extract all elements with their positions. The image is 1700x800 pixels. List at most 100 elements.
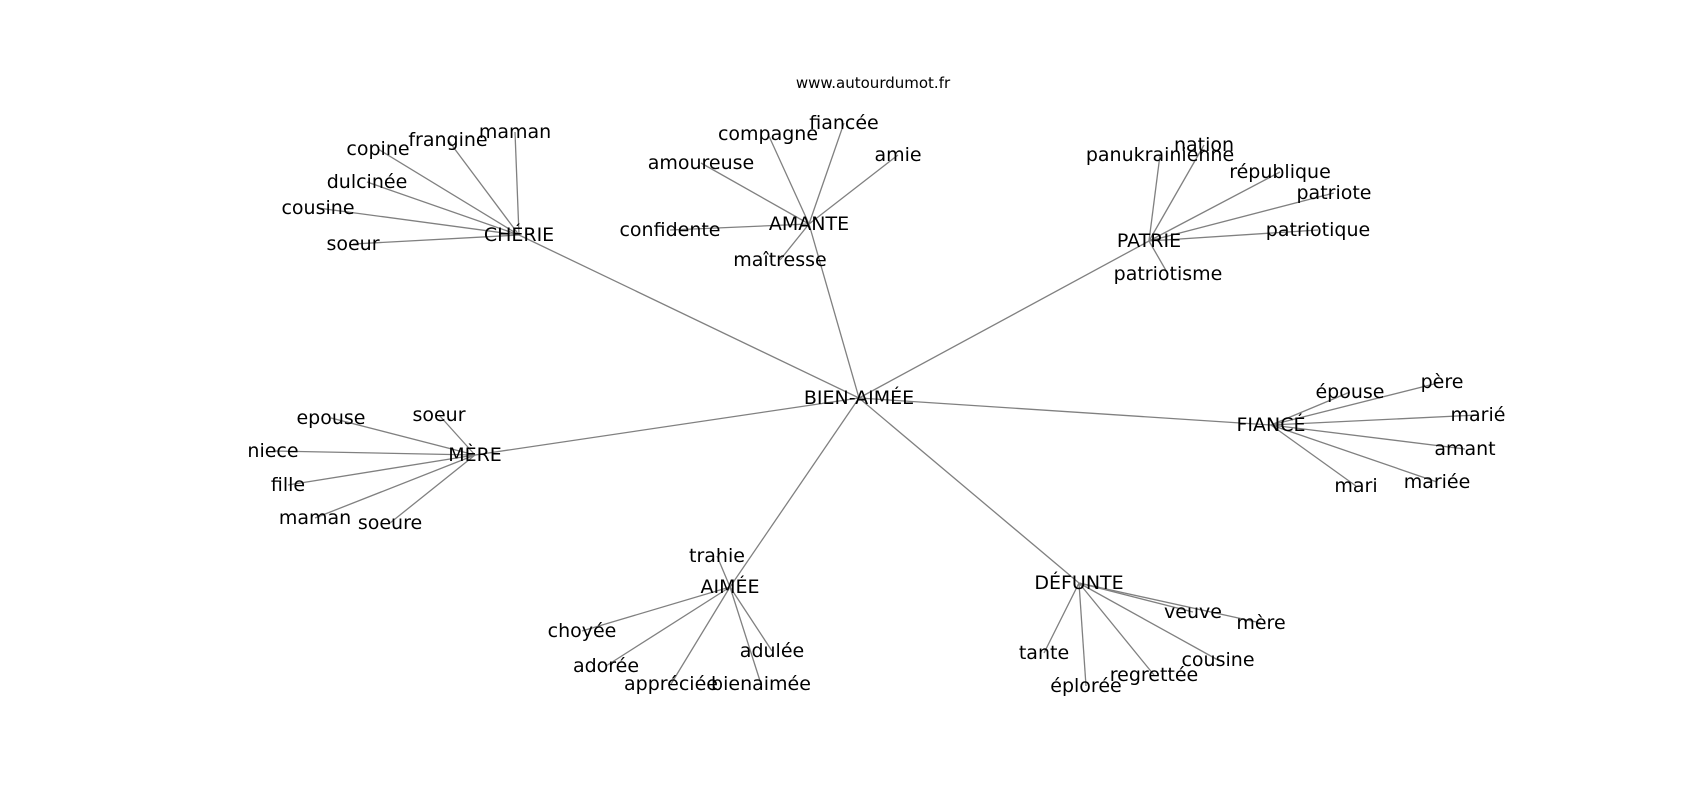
leaf-node-label: amant [1434,438,1495,460]
edge-amante-leaf [808,154,899,225]
leaf-node-label: tante [1019,642,1069,664]
leaf-node-label: mère [1236,612,1285,634]
leaf-node-label: fille [271,474,305,496]
edge-amante-leaf [779,223,810,261]
leaf-node-label: frangine [408,129,487,151]
edge-aimee-leaf [729,586,762,685]
leaf-node-label: appréciée [624,673,718,695]
edge-cherie-leaf [352,234,520,245]
leaf-node-label: dulcinée [327,171,408,193]
edge-center-cherie [518,234,860,399]
source-watermark: www.autourdumot.fr [796,74,951,92]
leaf-node-label: maman [279,507,351,529]
leaf-node-label: epouse [296,407,365,429]
edges-layer [272,122,1479,687]
hub-node-label-fiance: FIANCÉ [1236,413,1305,436]
edge-defunte-leaf [1078,582,1262,624]
leaf-node-label: république [1229,161,1331,183]
edge-center-defunte [858,397,1080,584]
leaf-node-label: amie [874,144,921,166]
hub-node-label-mere: MÈRE [448,443,502,466]
edge-aimee-leaf [605,586,731,667]
edge-patrie-leaf [1148,229,1319,242]
hub-node-label-patrie: PATRIE [1117,230,1181,252]
hub-node-label-aimee: AIMÉE [700,575,759,598]
leaf-node-label: confidente [619,219,720,241]
edge-mere-leaf [272,450,476,456]
edge-patrie-leaf [1148,240,1169,275]
leaf-node-label: copine [346,138,409,160]
leaf-node-label: père [1421,371,1464,393]
leaf-node-label: éplorée [1050,675,1121,697]
edge-aimee-leaf [670,586,731,685]
leaf-node-label: soeur [412,404,465,426]
leaf-node-label: soeur [326,233,379,255]
leaf-node-label: adorée [573,655,639,677]
edge-fiance-leaf [1270,424,1466,450]
hub-node-label-amante: AMANTE [769,213,849,235]
edge-fiance-leaf [1270,424,1357,487]
edge-amante-leaf [700,162,810,225]
leaf-node-label: choyée [548,620,617,642]
edge-center-fiance [858,397,1272,426]
edge-patrie-leaf [1148,154,1161,242]
edge-fiance-leaf [1270,424,1438,483]
edge-mere-leaf [314,454,476,519]
edge-cherie-leaf [317,207,520,236]
edge-amante-leaf [767,133,810,225]
edge-defunte-leaf [1078,582,1219,661]
leaf-node-label: maman [479,121,551,143]
edge-center-aimee [729,397,860,588]
leaf-node-label: soeure [358,512,422,534]
edge-cherie-leaf [514,131,520,236]
edge-defunte-leaf [1043,582,1080,654]
leaf-node-label: niece [247,440,298,462]
edge-patrie-leaf [1148,171,1281,242]
edge-aimee-leaf [729,586,773,652]
edge-mere-leaf [438,414,476,456]
leaf-node-label: panukrainienne [1086,144,1234,166]
edge-patrie-leaf [1148,144,1205,242]
center-node-label: BIEN-AIMÉE [804,386,914,409]
edge-amante-leaf [808,122,845,225]
leaf-node-label: marié [1451,404,1506,426]
edge-defunte-leaf [1078,582,1155,676]
leaf-node-label: patriotisme [1114,263,1223,285]
edge-center-patrie [858,240,1150,399]
edge-patrie-leaf [1148,192,1335,242]
edge-center-mere [474,397,860,456]
edge-mere-leaf [330,417,476,456]
leaf-node-label: fiancée [809,112,878,134]
edge-cherie-leaf [366,181,520,236]
edge-amante-leaf [669,223,810,231]
edge-center-amante [808,223,860,399]
leaf-node-label: mariée [1404,471,1471,493]
leaf-node-label: bienaimée [711,673,811,695]
edge-cherie-leaf [377,148,520,236]
edge-aimee-leaf [581,586,731,632]
leaf-node-label: amoureuse [648,152,755,174]
leaf-node-label: patriote [1296,182,1371,204]
leaf-node-label: épouse [1315,381,1384,403]
leaf-node-label: veuve [1164,601,1222,623]
leaf-node-label: cousine [281,197,354,219]
leaf-node-label: cousine [1181,649,1254,671]
edge-aimee-leaf [716,555,731,588]
edge-fiance-leaf [1270,381,1443,426]
leaf-node-label: adulée [740,640,804,662]
leaf-node-label: regrettée [1110,664,1199,686]
edge-fiance-leaf [1270,391,1351,426]
edge-cherie-leaf [447,139,520,236]
leaf-node-label: compagne [718,123,818,145]
hub-node-label-cherie: CHÉRIE [484,223,554,246]
hub-node-label-defunte: DÉFUNTE [1034,571,1123,594]
leaf-node-label: mari [1334,475,1377,497]
labels-layer: www.autourdumot.fr BIEN-AIMÉEmamanfrangi… [247,74,1505,697]
edge-mere-leaf [389,454,476,524]
edge-defunte-leaf [1078,582,1087,687]
edge-mere-leaf [287,454,476,486]
edge-fiance-leaf [1270,414,1479,426]
leaf-node-label: patriotique [1266,219,1370,241]
leaf-node-label: trahie [689,545,745,567]
